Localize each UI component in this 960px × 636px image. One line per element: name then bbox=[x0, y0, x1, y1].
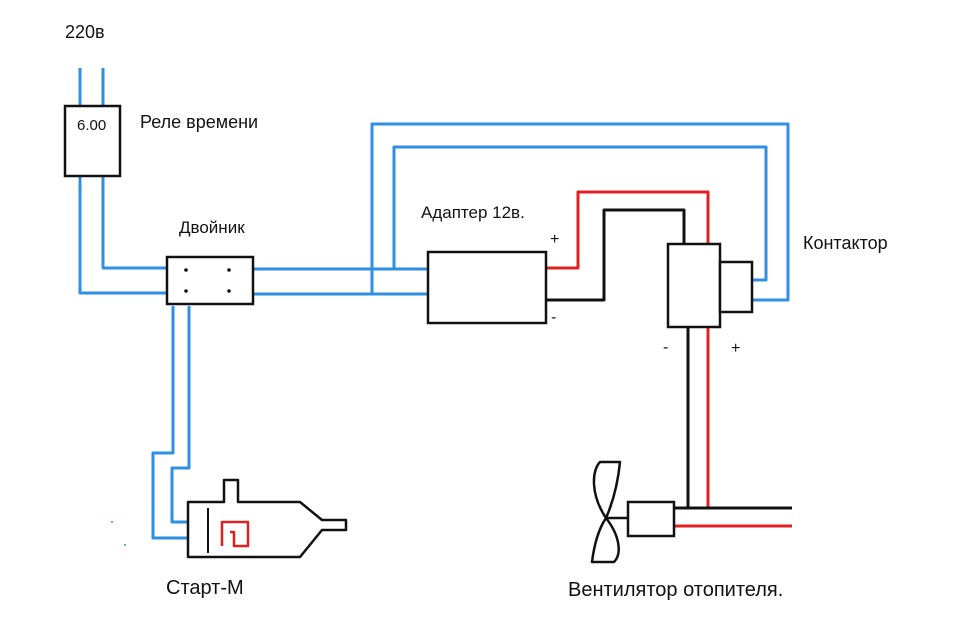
adapter-positive-wire bbox=[546, 190, 710, 270]
timer-relay-box bbox=[63, 104, 122, 178]
splitter-box bbox=[165, 255, 255, 306]
splitter-socket-hole bbox=[184, 289, 188, 293]
contactor-label: Контактор bbox=[803, 233, 888, 253]
starter-wire-outer bbox=[151, 306, 188, 540]
relay-to-splitter-wire-1 bbox=[101, 176, 168, 270]
adapter-minus-label: - bbox=[551, 309, 557, 326]
contactor-plus-label: + bbox=[731, 340, 741, 357]
mains-wires bbox=[78, 68, 790, 540]
adapter-label: Адаптер 12в. bbox=[421, 203, 525, 222]
negative-wires bbox=[546, 208, 792, 510]
stray-dot bbox=[111, 521, 113, 523]
adapter-negative-wire bbox=[546, 208, 686, 302]
splitter-label: Двойник bbox=[179, 218, 245, 237]
splitter bbox=[165, 255, 255, 306]
contactor-body bbox=[666, 242, 722, 329]
fan-blade-lower bbox=[590, 516, 620, 564]
positive-wires bbox=[546, 190, 792, 528]
contactor-coil-block bbox=[718, 260, 754, 314]
starter-device bbox=[186, 478, 348, 559]
splitter-socket-hole bbox=[184, 268, 188, 272]
fan-positive-wire bbox=[674, 327, 710, 510]
starter-label: Старт-М bbox=[166, 577, 244, 599]
contactor-minus-label: - bbox=[663, 339, 669, 356]
contactor-coil-wire-outer bbox=[370, 122, 790, 302]
fan-blade-upper bbox=[592, 460, 622, 520]
splitter-socket-hole bbox=[227, 289, 231, 293]
adapter-plus-label: + bbox=[550, 231, 560, 248]
fan-motor-box bbox=[626, 500, 676, 538]
contactor bbox=[666, 242, 754, 329]
starter-wire-inner bbox=[170, 306, 191, 524]
starter-housing-outline bbox=[186, 478, 348, 559]
supply-voltage-label: 220в bbox=[65, 22, 105, 42]
contactor-coil-wire-inner bbox=[392, 145, 768, 282]
relay-to-splitter-wire-2 bbox=[78, 176, 168, 295]
fan-icon bbox=[590, 460, 676, 564]
timer-value-label: 6.00 bbox=[77, 117, 107, 134]
adapter-box bbox=[426, 250, 548, 325]
fan-label: Вентилятор отопителя. bbox=[568, 579, 784, 601]
stray-dot bbox=[124, 544, 126, 546]
starter-heating-coil bbox=[220, 520, 250, 548]
timer-relay-label: Реле времени bbox=[140, 112, 259, 132]
splitter-socket-hole bbox=[227, 268, 231, 272]
